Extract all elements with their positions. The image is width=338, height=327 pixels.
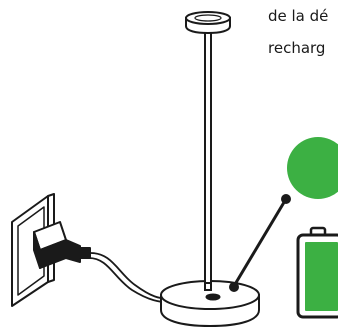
cable-line-inner [88, 257, 173, 304]
callout-dot-top [281, 194, 291, 204]
led-indicator [287, 137, 338, 199]
charging-cable [88, 252, 173, 304]
indicator-callout [229, 194, 291, 292]
lamp-head-top [185, 11, 231, 25]
callout-dot-bottom [229, 282, 239, 292]
lamp-head-rim [194, 14, 222, 22]
cable-strain-relief [79, 247, 91, 259]
charging-port [205, 293, 221, 301]
battery-icon [296, 226, 338, 319]
plug-head [65, 239, 81, 263]
cable-line-outer [88, 252, 173, 300]
table-lamp [160, 11, 260, 327]
battery-fill-level [305, 242, 338, 311]
caption-line-2: recharg [268, 39, 326, 57]
lamp-stem [204, 27, 212, 291]
callout-line [232, 198, 288, 287]
caption-line-1: de la dé [268, 7, 329, 25]
charging-plug [33, 221, 91, 269]
wall-plate-inner-rim [17, 206, 45, 296]
